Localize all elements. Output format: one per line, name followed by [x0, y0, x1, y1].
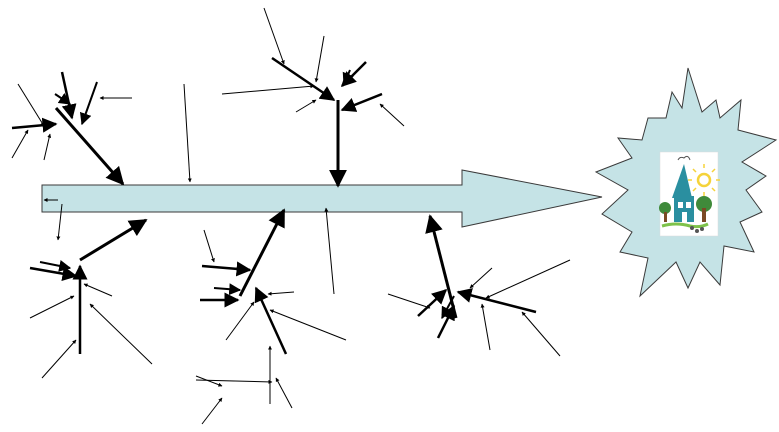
bone-top-center [221, 7, 405, 188]
bone-bottom-left [29, 203, 153, 379]
bone-top-thin [183, 83, 192, 183]
bone-bottom-right [387, 214, 571, 357]
house-drawing-icon [659, 151, 720, 237]
spine-arrow [41, 169, 603, 228]
bone-bottom-center [195, 208, 347, 425]
bone-bottom-thin [324, 207, 335, 295]
bone-top-left [11, 71, 132, 186]
